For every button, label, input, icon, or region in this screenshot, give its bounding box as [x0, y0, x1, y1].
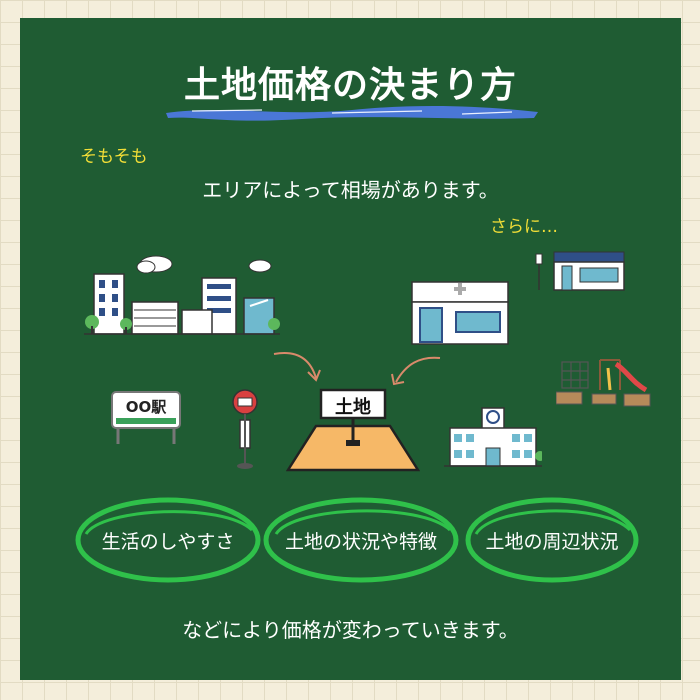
station-sign: OO駅 [110, 390, 182, 446]
playground-icon [556, 359, 651, 407]
title-underline-icon [166, 105, 538, 121]
school-icon [444, 407, 542, 467]
footer-text: などにより価格が変わっていきます。 [182, 618, 519, 642]
bus-stop-icon [232, 389, 258, 469]
land-plot: 土地 [286, 388, 420, 474]
factor-label: 土地の状況や特徴 [284, 530, 437, 553]
more-note: さらに… [490, 217, 558, 237]
arrow-right-icon [391, 356, 441, 386]
factor-ring-icon [263, 497, 459, 583]
land-sign-label: 土地 [335, 397, 371, 418]
factor-ring-icon [75, 497, 261, 583]
factor-surroundings: 土地の周辺状況 [462, 494, 642, 586]
factor-ring-icon [465, 497, 639, 583]
city-buildings-icon [84, 255, 280, 335]
factor-label: 生活のしやすさ [101, 530, 235, 553]
factor-livability: 生活のしやすさ [72, 494, 264, 586]
factor-label: 土地の周辺状況 [485, 530, 619, 553]
clinic-icon [411, 281, 509, 345]
intro-text: エリアによって相場があります。 [202, 178, 499, 202]
intro-note: そもそも [80, 147, 148, 167]
factor-land-features: 土地の状況や特徴 [260, 494, 462, 586]
station-sign-label: OO駅 [125, 398, 167, 416]
arrow-left-icon [273, 352, 321, 382]
page-title: 土地価格の決まり方 [183, 65, 517, 106]
convenience-store-icon [535, 251, 625, 291]
chalkboard: 土地価格の決まり方 そもそも エリアによって相場があります。 さらに… [20, 18, 681, 680]
